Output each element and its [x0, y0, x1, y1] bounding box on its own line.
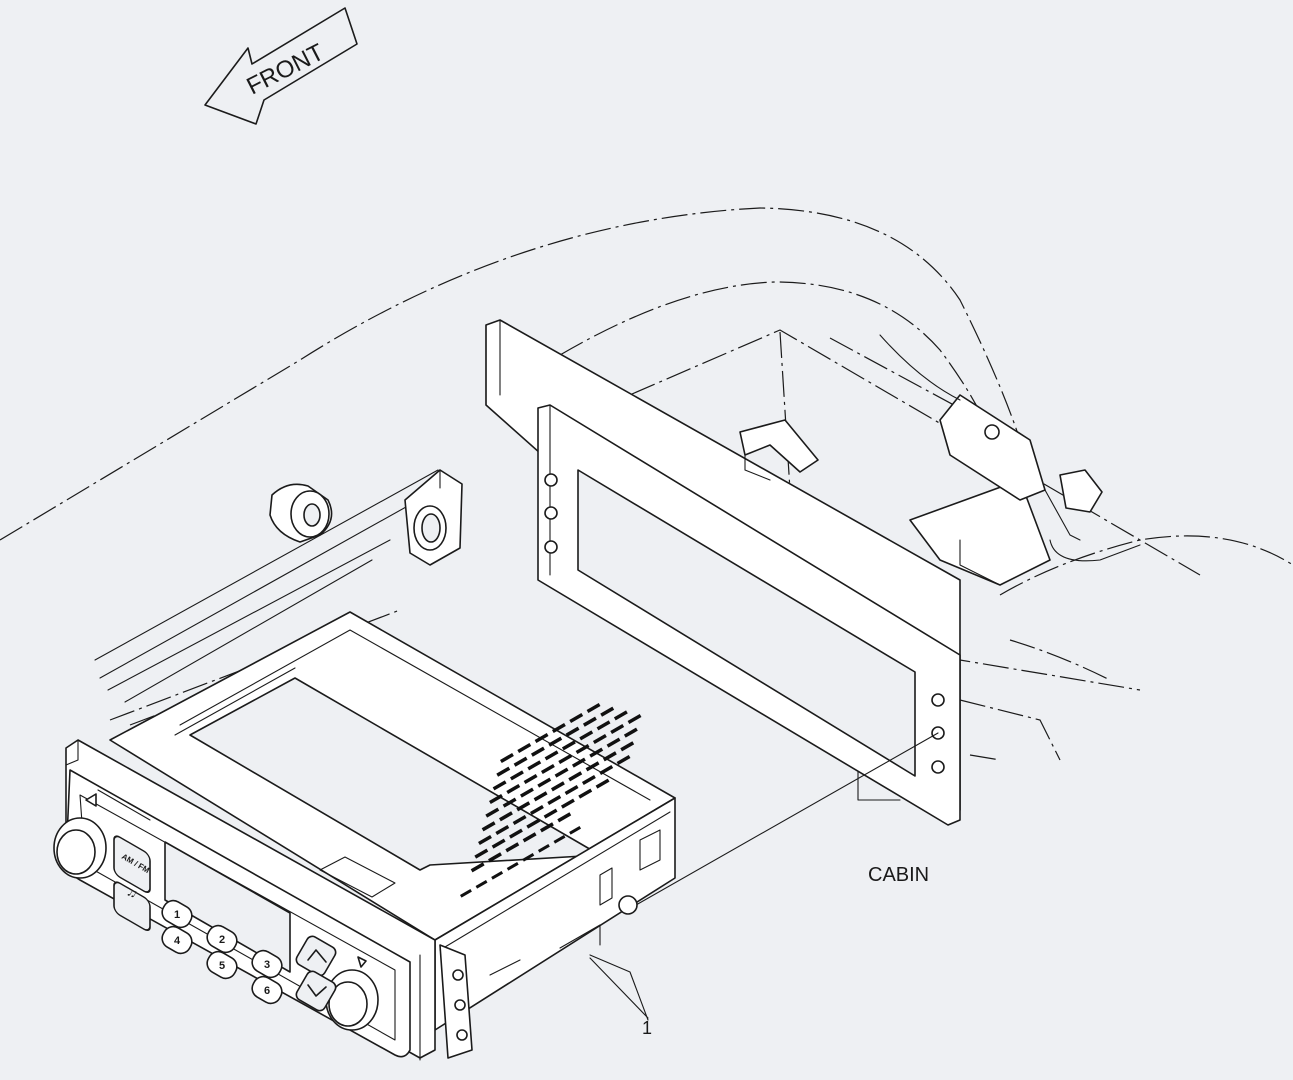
callout-1-leader [589, 957, 649, 1019]
preset-button-1[interactable]: 1 [159, 897, 196, 931]
down-arrow-icon [357, 956, 367, 968]
cabin-label: CABIN [868, 864, 929, 886]
radio-trim-bezel [537, 404, 961, 826]
preset-button-1-label: 1 [174, 909, 180, 921]
radio-mounting-bracket [439, 944, 473, 1059]
chevron-down-icon [307, 984, 327, 997]
preset-button-2[interactable]: 2 [204, 922, 241, 956]
volume-knob[interactable] [53, 817, 107, 879]
preset-button-3-label: 3 [264, 959, 270, 971]
rubber-bushing [269, 483, 333, 543]
music-source-button[interactable]: ♫ [113, 880, 151, 933]
tune-knob[interactable] [325, 969, 379, 1031]
am-fm-button[interactable]: AM / FM [113, 834, 151, 895]
eject-icon [85, 793, 97, 807]
preset-button-2-label: 2 [219, 934, 225, 946]
preset-button-5-label: 5 [219, 960, 225, 972]
screw-leader-line [635, 732, 939, 906]
callout-1-label: 1 [642, 1018, 652, 1038]
chevron-up-icon [307, 949, 327, 963]
cabin-rail [94, 469, 463, 703]
seek-up-button[interactable] [294, 934, 338, 978]
seek-down-button[interactable] [294, 969, 338, 1013]
preset-buttons: 1 2 3 4 5 6 [159, 897, 286, 1007]
preset-button-4-label: 4 [174, 935, 181, 947]
preset-button-4[interactable]: 4 [159, 923, 196, 957]
preset-button-5[interactable]: 5 [204, 948, 241, 982]
preset-button-3[interactable]: 3 [249, 947, 286, 981]
radio-vent-slots [460, 703, 642, 898]
preset-button-6[interactable]: 6 [249, 973, 286, 1007]
front-direction-arrow: FRONT [204, 7, 358, 125]
preset-button-6-label: 6 [264, 985, 270, 997]
cabin-interior [739, 334, 1141, 801]
